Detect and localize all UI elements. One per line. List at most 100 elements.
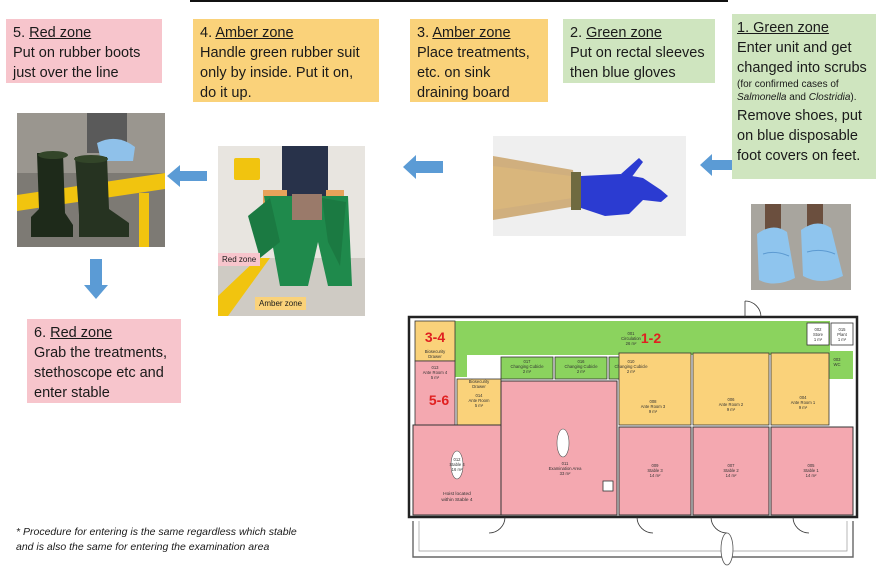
room-007-name: Stable 2 xyxy=(723,468,739,473)
room-008-id: 008 xyxy=(650,399,658,404)
plan-cubicle-016 xyxy=(554,356,608,380)
room-012-id: 012 xyxy=(454,457,462,462)
room-017-area: 2 m² xyxy=(523,369,532,374)
plan-biosecurity-left xyxy=(414,320,456,362)
step-1-box: 1. Green zone Enter unit and get changed… xyxy=(732,14,876,179)
room-010-name: Changing Cubicle xyxy=(614,364,648,369)
room-010-id: 010 xyxy=(628,359,636,364)
biosecurity-left-drawer: Drawer xyxy=(428,354,442,359)
plan-ante-room-4 xyxy=(414,360,456,426)
step-2-box: 2. Green zone Put on rectal sleeves then… xyxy=(563,19,715,83)
room-006-name: Ante Room 2 xyxy=(719,402,744,407)
photo-amber-zone-label: Amber zone xyxy=(255,297,307,310)
green-suit-image xyxy=(218,146,365,316)
step-1-text-5: foot covers on feet. xyxy=(737,148,861,164)
plan-ante-room-2 xyxy=(692,352,770,426)
step-4-text-3: do it up. xyxy=(200,85,252,101)
top-rule xyxy=(190,0,728,2)
room-004-name: Ante Room 1 xyxy=(791,400,816,405)
room-016-id: 016 xyxy=(578,359,586,364)
room-004-id: 004 xyxy=(800,395,808,400)
biosecurity-left-name: Biosecurity xyxy=(425,349,446,354)
room-015-id: 015 xyxy=(839,327,847,332)
room-016-name: Changing Cubicle xyxy=(564,364,598,369)
step-1-note-salmonella: Salmonella xyxy=(737,92,787,103)
room-009-area: 14 m² xyxy=(650,473,661,478)
rubber-boots-photo xyxy=(17,113,165,247)
room-002-area: 1 m² xyxy=(814,337,823,342)
room-009-name: Stable 3 xyxy=(647,468,663,473)
arrow-left-2 xyxy=(403,155,443,179)
step-5-text-1: Put on rubber boots xyxy=(13,45,141,61)
step-4-text-1: Handle green rubber suit xyxy=(200,45,360,61)
step-6-zone: Red zone xyxy=(50,325,113,341)
room-008-area: 9 m² xyxy=(649,409,658,414)
room-006-area: 9 m² xyxy=(727,407,736,412)
room-013-id: 013 xyxy=(432,365,440,370)
plan-stable-3 xyxy=(618,426,692,516)
room-003-id: 003 xyxy=(834,357,842,362)
room-012-name: Stable 4 xyxy=(449,462,465,467)
arrow-down xyxy=(84,259,108,299)
step-1-text-4: on blue disposable xyxy=(737,128,858,144)
plan-cubicle-017 xyxy=(500,356,554,380)
sleeve-glove-photo xyxy=(493,136,686,236)
step-1-text-3: Remove shoes, put xyxy=(737,108,862,124)
room-009-id: 009 xyxy=(652,463,660,468)
step-6-text-2: stethoscope etc and xyxy=(34,365,164,381)
step-2-number: 2. xyxy=(570,25,587,41)
arrow-left-1 xyxy=(700,154,732,176)
arrow-left-3 xyxy=(167,165,207,187)
room-014-id: 014 xyxy=(476,393,484,398)
room-006-id: 006 xyxy=(728,397,736,402)
room-001-area: 26 m² xyxy=(626,341,637,346)
room-013-name: Ante Room 4 xyxy=(423,370,448,375)
step-6-text-3: enter stable xyxy=(34,385,110,401)
step-1-zone: 1. Green zone xyxy=(737,20,829,36)
room-002-id: 002 xyxy=(815,327,823,332)
plan-zone-label-3-4: 3-4 xyxy=(425,329,445,345)
room-013-area: 5 m² xyxy=(431,375,440,380)
plan-zone-label-1-2: 1-2 xyxy=(641,330,661,346)
room-011-area: 33 m² xyxy=(560,471,571,476)
plan-circulation xyxy=(455,321,805,355)
room-015-name: Plant xyxy=(837,332,847,337)
room-008-name: Ante Room 3 xyxy=(641,404,666,409)
step-3-text-2: etc. on sink xyxy=(417,65,491,81)
step-2-text-2: then blue gloves xyxy=(570,65,676,81)
green-suit-photo: Red zone Amber zone xyxy=(218,146,365,316)
room-005-id: 005 xyxy=(808,463,816,468)
rubber-boots-image xyxy=(17,113,165,247)
biosecurity-mid-name: Biosecurity xyxy=(469,379,490,384)
step-1-note-clostridia: Clostridia xyxy=(808,92,851,103)
room-005-area: 14 m² xyxy=(806,473,817,478)
step-3-zone: Amber zone xyxy=(432,25,511,41)
footnote-line-2: and is also the same for entering the ex… xyxy=(16,541,270,553)
step-2-text-1: Put on rectal sleeves xyxy=(570,45,705,61)
room-001-name: Circulation xyxy=(621,336,641,341)
room-014-area: 5 m² xyxy=(475,403,484,408)
room-011-name: Examination Area xyxy=(549,466,582,471)
step-3-text-3: draining board xyxy=(417,85,510,101)
room-016-area: 2 m² xyxy=(577,369,586,374)
room-007-area: 14 m² xyxy=(726,473,737,478)
step-3-text-1: Place treatments, xyxy=(417,45,530,61)
step-4-text-2: only by inside. Put it on, xyxy=(200,65,354,81)
hoist-note-1: Hoist located xyxy=(443,491,471,497)
room-014-name: Ante Room xyxy=(469,398,490,403)
step-5-number: 5. xyxy=(13,25,30,41)
step-1-note-close: ). xyxy=(850,92,857,103)
